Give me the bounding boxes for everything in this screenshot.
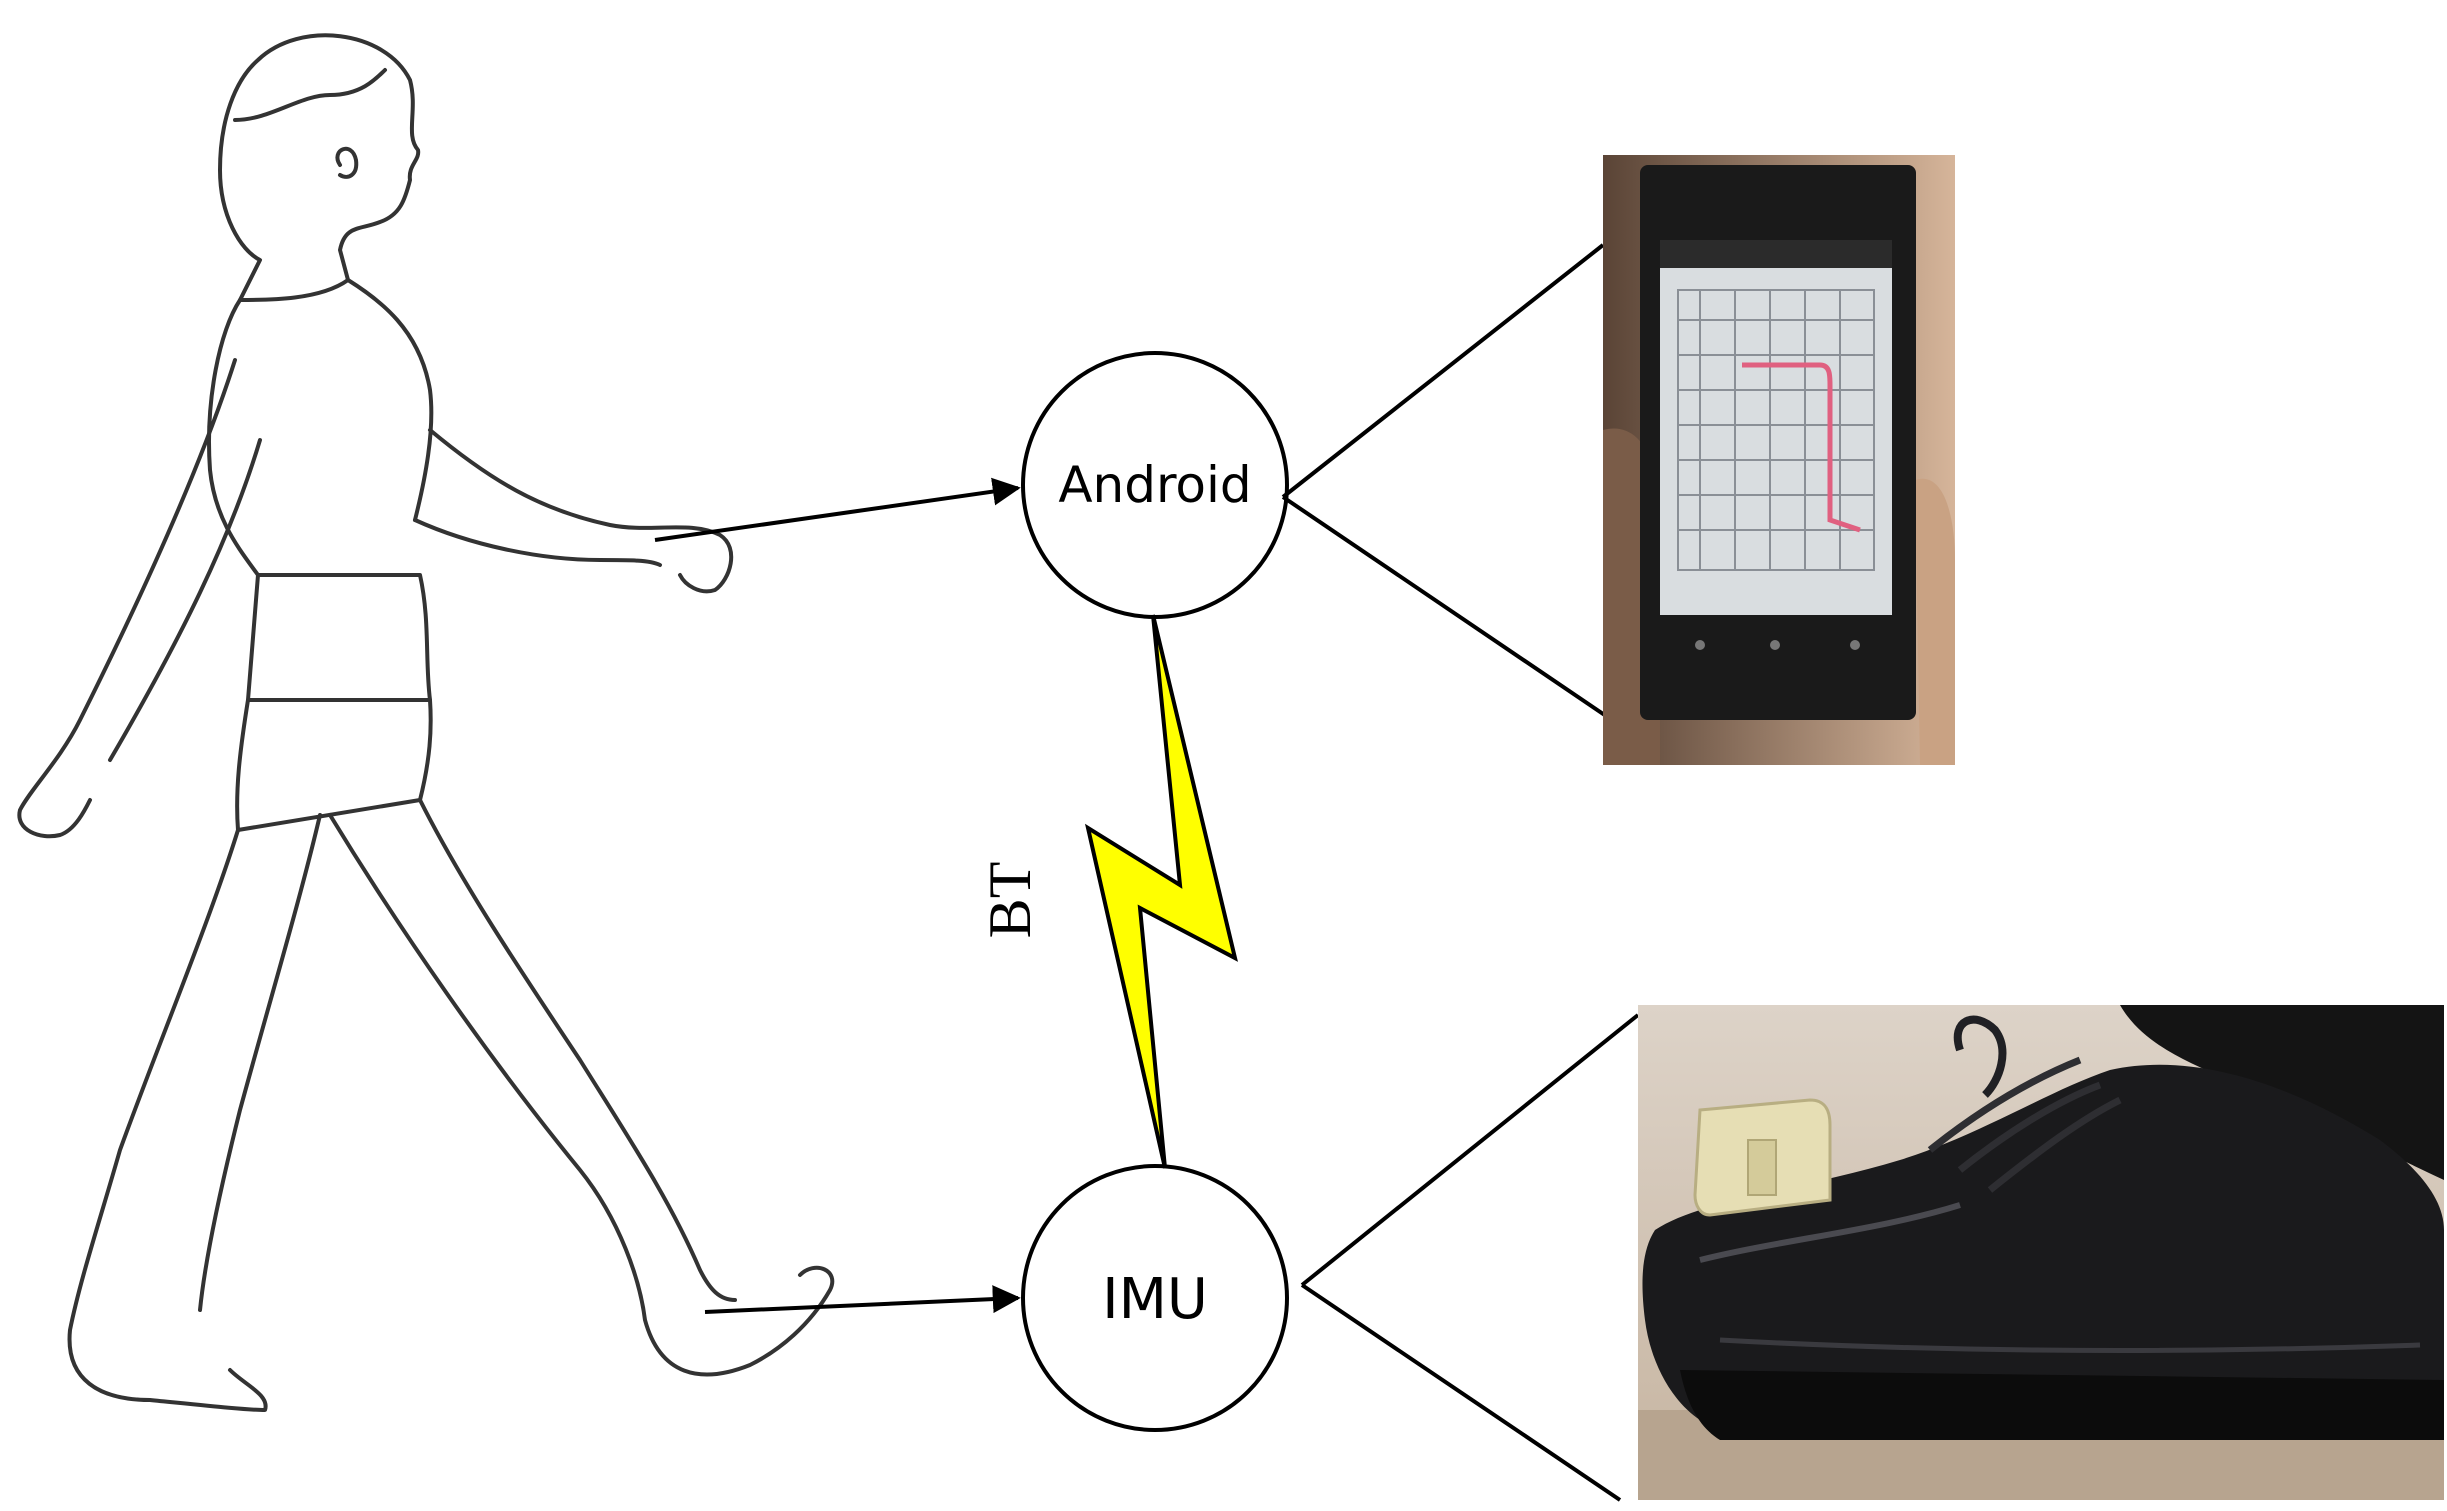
foot-to-imu-arrow (704, 1285, 1021, 1314)
shoe-callout-bottom (1300, 1283, 1622, 1502)
bluetooth-link-label: BT (977, 862, 1043, 939)
shoe-callout-top (1300, 1013, 1640, 1287)
shoe-photo (1638, 1005, 2444, 1500)
android-node: Android (1021, 351, 1289, 619)
phone-callout-bottom (1281, 495, 1614, 722)
walking-person-figure (17, 33, 835, 1412)
android-node-label: Android (1058, 456, 1251, 514)
bluetooth-link-bolt (1084, 614, 1238, 1169)
imu-node-label: IMU (1102, 1267, 1208, 1332)
phone-photo (1603, 155, 1955, 765)
hand-to-android-arrow (654, 477, 1021, 542)
imu-node: IMU (1021, 1164, 1289, 1432)
phone-callout-top (1281, 243, 1605, 499)
